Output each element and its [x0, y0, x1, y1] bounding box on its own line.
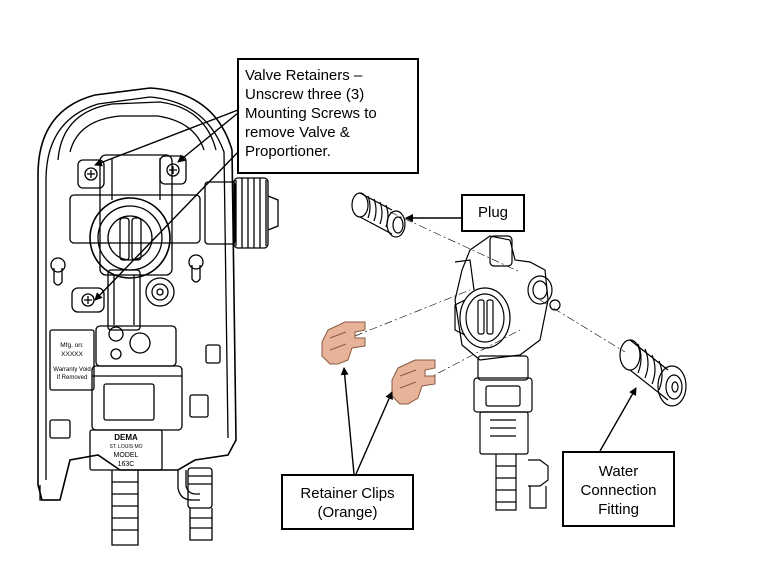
retainer-clips-callout: Retainer Clips (Orange) [281, 474, 414, 530]
arrow-to-lower-screw [94, 149, 241, 301]
callout-line: Water [598, 463, 639, 480]
callout-line: Proportioner. [245, 143, 331, 160]
unit-labels: Mfg. on: XXXXX Warranty Void If Removed … [53, 342, 142, 468]
valve-body-illustration [454, 235, 561, 511]
model-label: MODEL [114, 452, 139, 459]
assembled-unit-illustration [37, 87, 279, 546]
mfg-label: Mfg. on: [60, 342, 84, 349]
water-connection-fitting-callout: Water Connection Fitting [562, 451, 675, 527]
arrow-to-left-screw [94, 109, 239, 167]
warranty-label-2: If Removed [57, 375, 88, 381]
warranty-label: Warranty Void [53, 367, 90, 373]
mfg-value: XXXXX [61, 351, 83, 358]
arrow-to-water-fitting [599, 387, 637, 452]
callout-line: remove Valve & [245, 124, 350, 141]
callout-line: Connection [580, 482, 657, 499]
callout-line: (Orange) [317, 504, 378, 521]
plug-callout: Plug [461, 194, 525, 232]
callout-line: Retainer Clips [300, 485, 395, 502]
leader-arrows [94, 109, 637, 475]
callout-line: Valve Retainers – [245, 67, 363, 84]
dema-city: ST. LOUIS MO [109, 444, 142, 450]
arrow-to-right-screw [177, 112, 239, 163]
callout-line: Plug [477, 204, 509, 221]
arrow-to-clip-upper [340, 367, 355, 475]
callout-line: Unscrew three (3) [245, 86, 365, 103]
model-number: 163C [118, 461, 135, 468]
callout-line: Mounting Screws to [245, 105, 377, 122]
retainer-clip-upper [321, 321, 366, 365]
water-fitting-illustration [619, 339, 687, 407]
arrow-to-clip-lower [355, 391, 393, 475]
valve-retainers-callout: Valve Retainers – Unscrew three (3) Moun… [237, 58, 419, 174]
retainer-clip-lower [391, 359, 436, 405]
callout-line: Fitting [598, 501, 639, 518]
dema-brand: DEMA [114, 433, 138, 442]
plug-illustration [351, 192, 406, 238]
